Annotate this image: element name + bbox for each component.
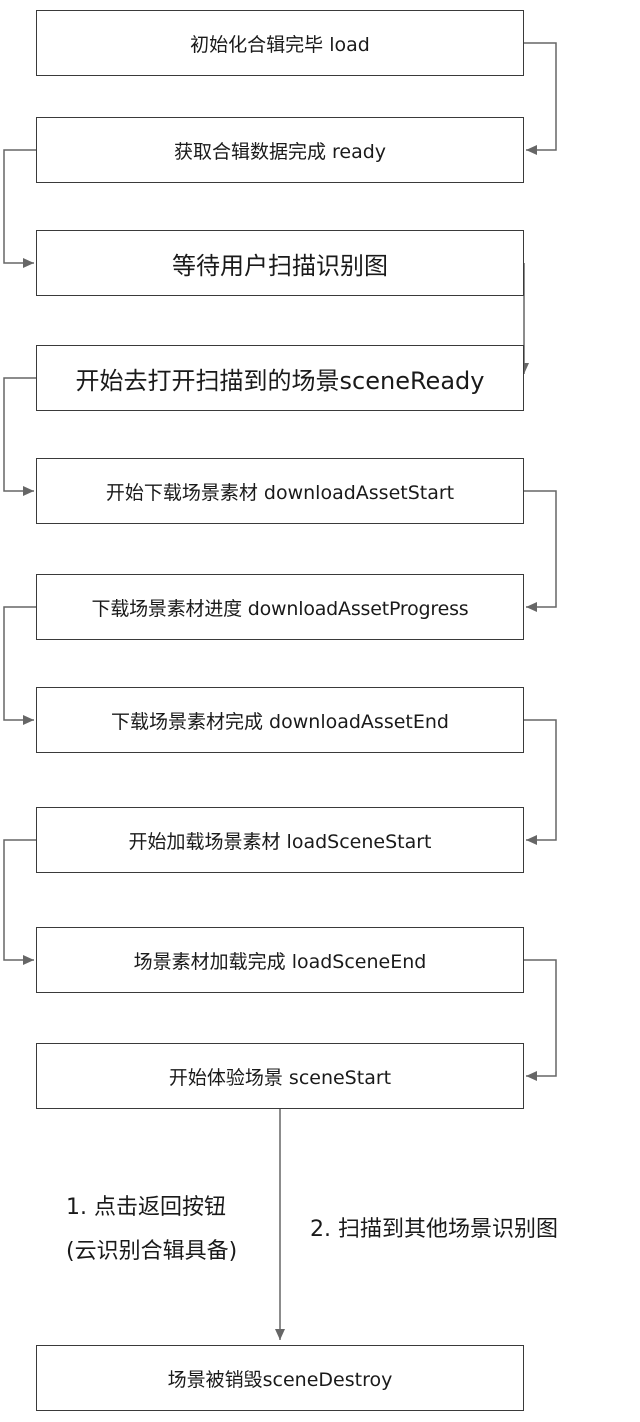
edge-label-line: 1. 点击返回按钮 [66,1195,226,1220]
step-label: 等待用户扫描识别图 [172,251,388,280]
edge-label-back-button: 1. 点击返回按钮 (云识别合辑具备) [66,1186,238,1274]
edge-label-scan-other: 2. 扫描到其他场景识别图 [310,1208,558,1252]
step-scene-ready: 开始去打开扫描到的场景sceneReady [36,345,524,411]
step-download-asset-start: 开始下载场景素材 downloadAssetStart [36,458,524,524]
step-label: 开始下载场景素材 downloadAssetStart [105,481,455,504]
connector-load-to-ready [524,42,557,155]
step-load: 初始化合辑完毕 load [36,10,524,76]
step-scene-destroy: 场景被销毁sceneDestroy [36,1345,524,1411]
connector-sceneready-to-downloadstart [3,377,36,496]
connector-loadstart-to-loadend [3,839,36,965]
connector-downloadstart-to-progress [524,490,557,612]
step-ready: 获取合辑数据完成 ready [36,117,524,183]
step-label: 场景被销毁sceneDestroy [167,1368,393,1391]
step-load-scene-start: 开始加载场景素材 loadSceneStart [36,807,524,873]
step-label: 下载场景素材完成 downloadAssetEnd [111,710,449,733]
step-label: 初始化合辑完毕 load [190,33,370,56]
step-label: 下载场景素材进度 downloadAssetProgress [91,597,469,620]
step-wait-scan: 等待用户扫描识别图 [36,230,524,296]
edge-label-line: (云识别合辑具备) [66,1239,238,1264]
connector-progress-to-downloadend [3,606,36,725]
connector-ready-to-wait [3,149,36,268]
step-load-scene-end: 场景素材加载完成 loadSceneEnd [36,927,524,993]
step-label: 获取合辑数据完成 ready [173,140,387,163]
step-download-asset-end: 下载场景素材完成 downloadAssetEnd [36,687,524,753]
step-label: 开始去打开扫描到的场景sceneReady [75,366,485,395]
step-label: 开始体验场景 sceneStart [168,1066,392,1089]
step-label: 场景素材加载完成 loadSceneEnd [133,950,427,973]
step-label: 开始加载场景素材 loadSceneStart [128,830,432,853]
connector-loadend-to-scenestart [524,959,557,1081]
step-download-asset-progress: 下载场景素材进度 downloadAssetProgress [36,574,524,640]
connector-downloadend-to-loadstart [524,719,557,845]
step-scene-start: 开始体验场景 sceneStart [36,1043,524,1109]
